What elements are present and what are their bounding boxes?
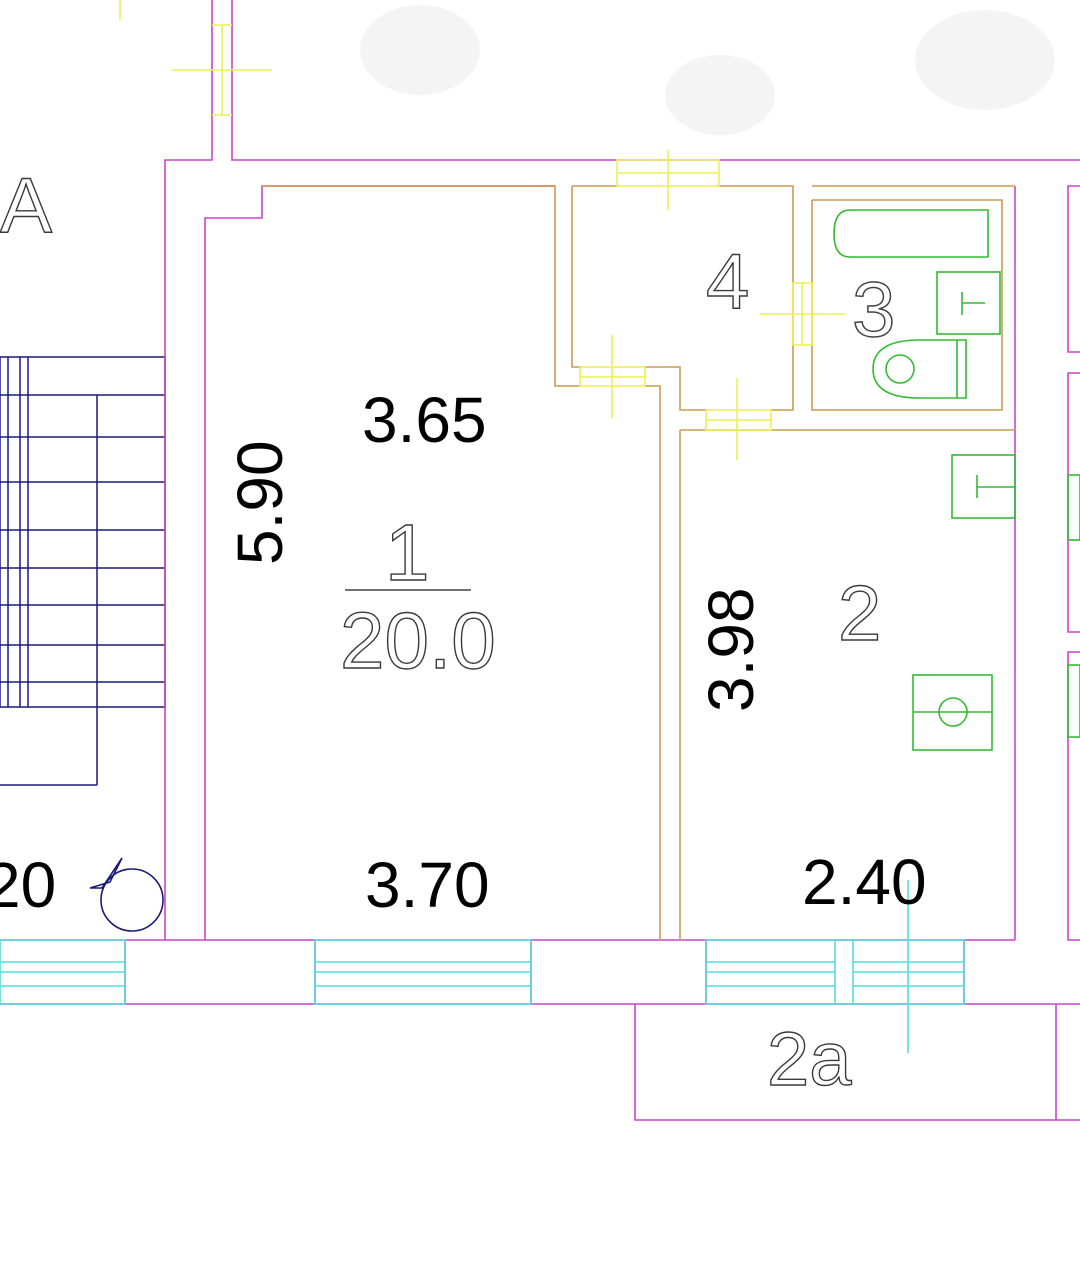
watermark — [360, 5, 1055, 135]
stair-dim-fragment: 20 — [0, 849, 56, 921]
room1-dim-top: 3.65 — [362, 384, 487, 456]
fixtures — [833, 209, 1080, 751]
toilet-icon — [872, 339, 967, 399]
room1-dim-side: 5.90 — [224, 440, 296, 565]
windows — [0, 880, 965, 1053]
door-markers — [119, 0, 845, 460]
room2-dim-side: 3.98 — [695, 587, 767, 712]
axis-letter: A — [0, 161, 52, 249]
room3-number: 3 — [852, 265, 895, 353]
room2-dim-bottom: 2.40 — [802, 846, 927, 918]
walls — [0, 0, 1080, 1121]
room2-number: 2 — [838, 569, 881, 657]
room1-number: 1 — [385, 508, 430, 597]
bathtub-icon — [833, 209, 989, 258]
entry-marker — [89, 857, 164, 932]
sink-icon — [936, 271, 1001, 335]
staircase — [0, 356, 166, 786]
room2a-number: 2a — [767, 1017, 852, 1102]
room4-number: 4 — [706, 237, 749, 325]
partitions — [262, 185, 1015, 940]
room1-area: 20.0 — [340, 596, 496, 685]
room1-dim-bottom: 3.70 — [365, 849, 490, 921]
